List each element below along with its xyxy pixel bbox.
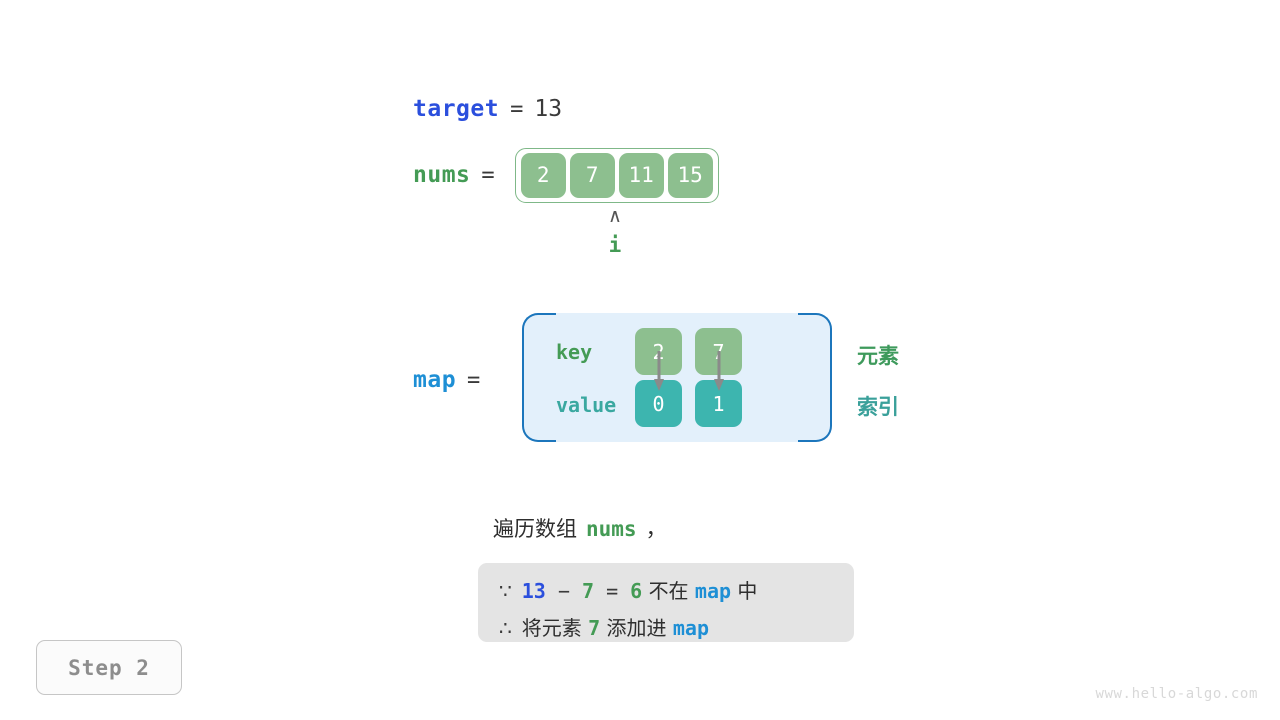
note-add-into-text: 添加进 [606, 616, 667, 640]
nums-row: nums = 2 7 11 15 [413, 147, 719, 203]
index-pointer: ∧ i [592, 206, 638, 259]
step-badge: Step 2 [36, 640, 182, 695]
map-right-bracket [798, 313, 832, 442]
array-cell: 2 [520, 152, 566, 198]
map-key-label: key [556, 340, 593, 364]
note-current-element: 7 [581, 579, 595, 603]
map-panel: key value 2 7 0 1 [522, 313, 832, 442]
target-variable-name: target [413, 96, 500, 122]
watermark: www.hello-algo.com [1095, 686, 1258, 702]
note-complement-value: 6 [630, 579, 643, 603]
note-added-element: 7 [588, 616, 601, 640]
array-cell: 15 [667, 152, 713, 198]
target-row: target = 13 [413, 92, 562, 126]
map-element-side-label: 元素 [857, 344, 899, 368]
key-to-value-arrow-icon [654, 351, 664, 391]
explanation-line-2: ∴ 将元素 7 添加进 map [499, 612, 709, 641]
nums-equals-sign: = [481, 162, 495, 188]
map-value-cell: 1 [695, 380, 742, 427]
map-contents: key value 2 7 0 1 [522, 313, 832, 442]
caption-variable: nums [586, 517, 637, 541]
note-add-element-text: 将元素 [521, 616, 582, 640]
note-equals-operator: = [606, 579, 619, 603]
note-minus-operator: − [557, 579, 570, 603]
explanation-line-1: ∵ 13 − 7 = 6 不在 map 中 [499, 575, 757, 604]
because-symbol: ∵ [499, 579, 512, 603]
array-cell: 7 [569, 152, 615, 198]
caption-suffix: ， [645, 517, 667, 541]
note-target-value: 13 [521, 579, 546, 603]
map-variable-name: map [413, 367, 457, 393]
array-container: 2 7 11 15 [514, 147, 719, 203]
caption-text: 遍历数组 nums ， [493, 513, 667, 543]
nums-variable-name: nums [413, 162, 471, 188]
map-index-side-label: 索引 [857, 395, 899, 419]
note-map-target: map [672, 616, 709, 640]
note-in-suffix: 中 [737, 579, 758, 603]
note-not-in-text: 不在 [648, 579, 689, 603]
target-value: 13 [534, 96, 563, 122]
array-cell: 11 [618, 152, 664, 198]
target-equals-sign: = [510, 96, 524, 122]
caret-up-icon: ∧ [608, 205, 622, 227]
note-map-reference: map [694, 579, 732, 603]
map-equals-sign: = [467, 367, 481, 393]
map-left-bracket [522, 313, 556, 442]
key-to-value-arrow-icon [714, 351, 724, 391]
caption-prefix: 遍历数组 [493, 517, 577, 541]
index-pointer-label: i [608, 233, 622, 257]
step-badge-label: Step 2 [68, 655, 150, 680]
map-row: map = [413, 363, 491, 397]
explanation-box: ∵ 13 − 7 = 6 不在 map 中 ∴ 将元素 7 添加进 [478, 563, 854, 642]
map-value-label: value [556, 393, 617, 417]
therefore-symbol: ∴ [499, 616, 512, 640]
